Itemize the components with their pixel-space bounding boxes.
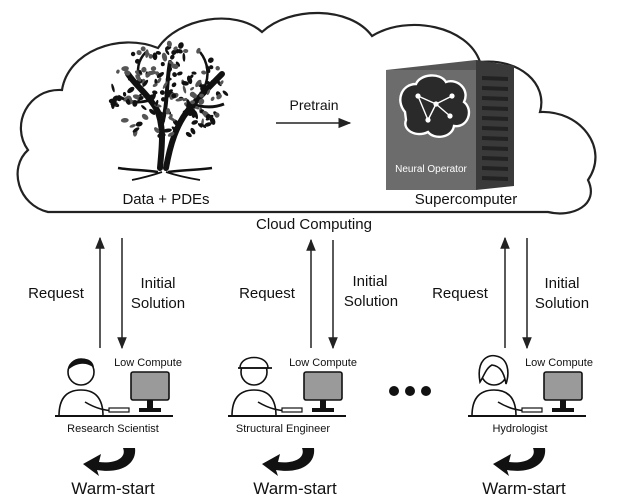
pretrain-label: Pretrain bbox=[289, 97, 338, 113]
request-label-1: Request bbox=[28, 285, 85, 302]
response-label-2b: Solution bbox=[344, 293, 398, 310]
response-label-3a: Initial bbox=[544, 275, 579, 292]
person-at-computer-icon bbox=[228, 356, 346, 417]
curved-arrow-icon bbox=[83, 448, 136, 476]
ellipsis-icon bbox=[389, 386, 431, 396]
compute-label-2: Low Compute bbox=[289, 357, 357, 369]
response-label-1a: Initial bbox=[140, 275, 175, 292]
role-label-2: Structural Engineer bbox=[236, 423, 330, 435]
request-label-3: Request bbox=[432, 285, 489, 302]
curved-arrow-icon bbox=[493, 448, 546, 476]
response-label-3b: Solution bbox=[535, 295, 589, 312]
brain-network-icon bbox=[399, 74, 471, 138]
source-label: Data + PDEs bbox=[122, 191, 209, 208]
chip-label: Neural Operator bbox=[395, 164, 467, 175]
loop-label-2: Warm-start bbox=[253, 479, 337, 498]
curved-arrow-icon bbox=[262, 448, 315, 476]
machine-label: Supercomputer bbox=[415, 191, 518, 208]
loop-label-3: Warm-start bbox=[482, 479, 566, 498]
response-label-1b: Solution bbox=[131, 295, 185, 312]
person-at-computer-icon bbox=[55, 358, 173, 417]
link-arrows bbox=[95, 236, 532, 350]
request-label-2: Request bbox=[239, 285, 296, 302]
response-label-2a: Initial bbox=[352, 273, 387, 290]
tree-icon bbox=[108, 40, 229, 181]
compute-label-3: Low Compute bbox=[525, 357, 593, 369]
loop-label-1: Warm-start bbox=[71, 479, 155, 498]
role-label-3: Hydrologist bbox=[492, 423, 547, 435]
role-label-1: Research Scientist bbox=[67, 423, 159, 435]
compute-label-1: Low Compute bbox=[114, 357, 182, 369]
cloud-caption: Cloud Computing bbox=[256, 216, 372, 233]
person-at-computer-icon bbox=[468, 354, 586, 417]
